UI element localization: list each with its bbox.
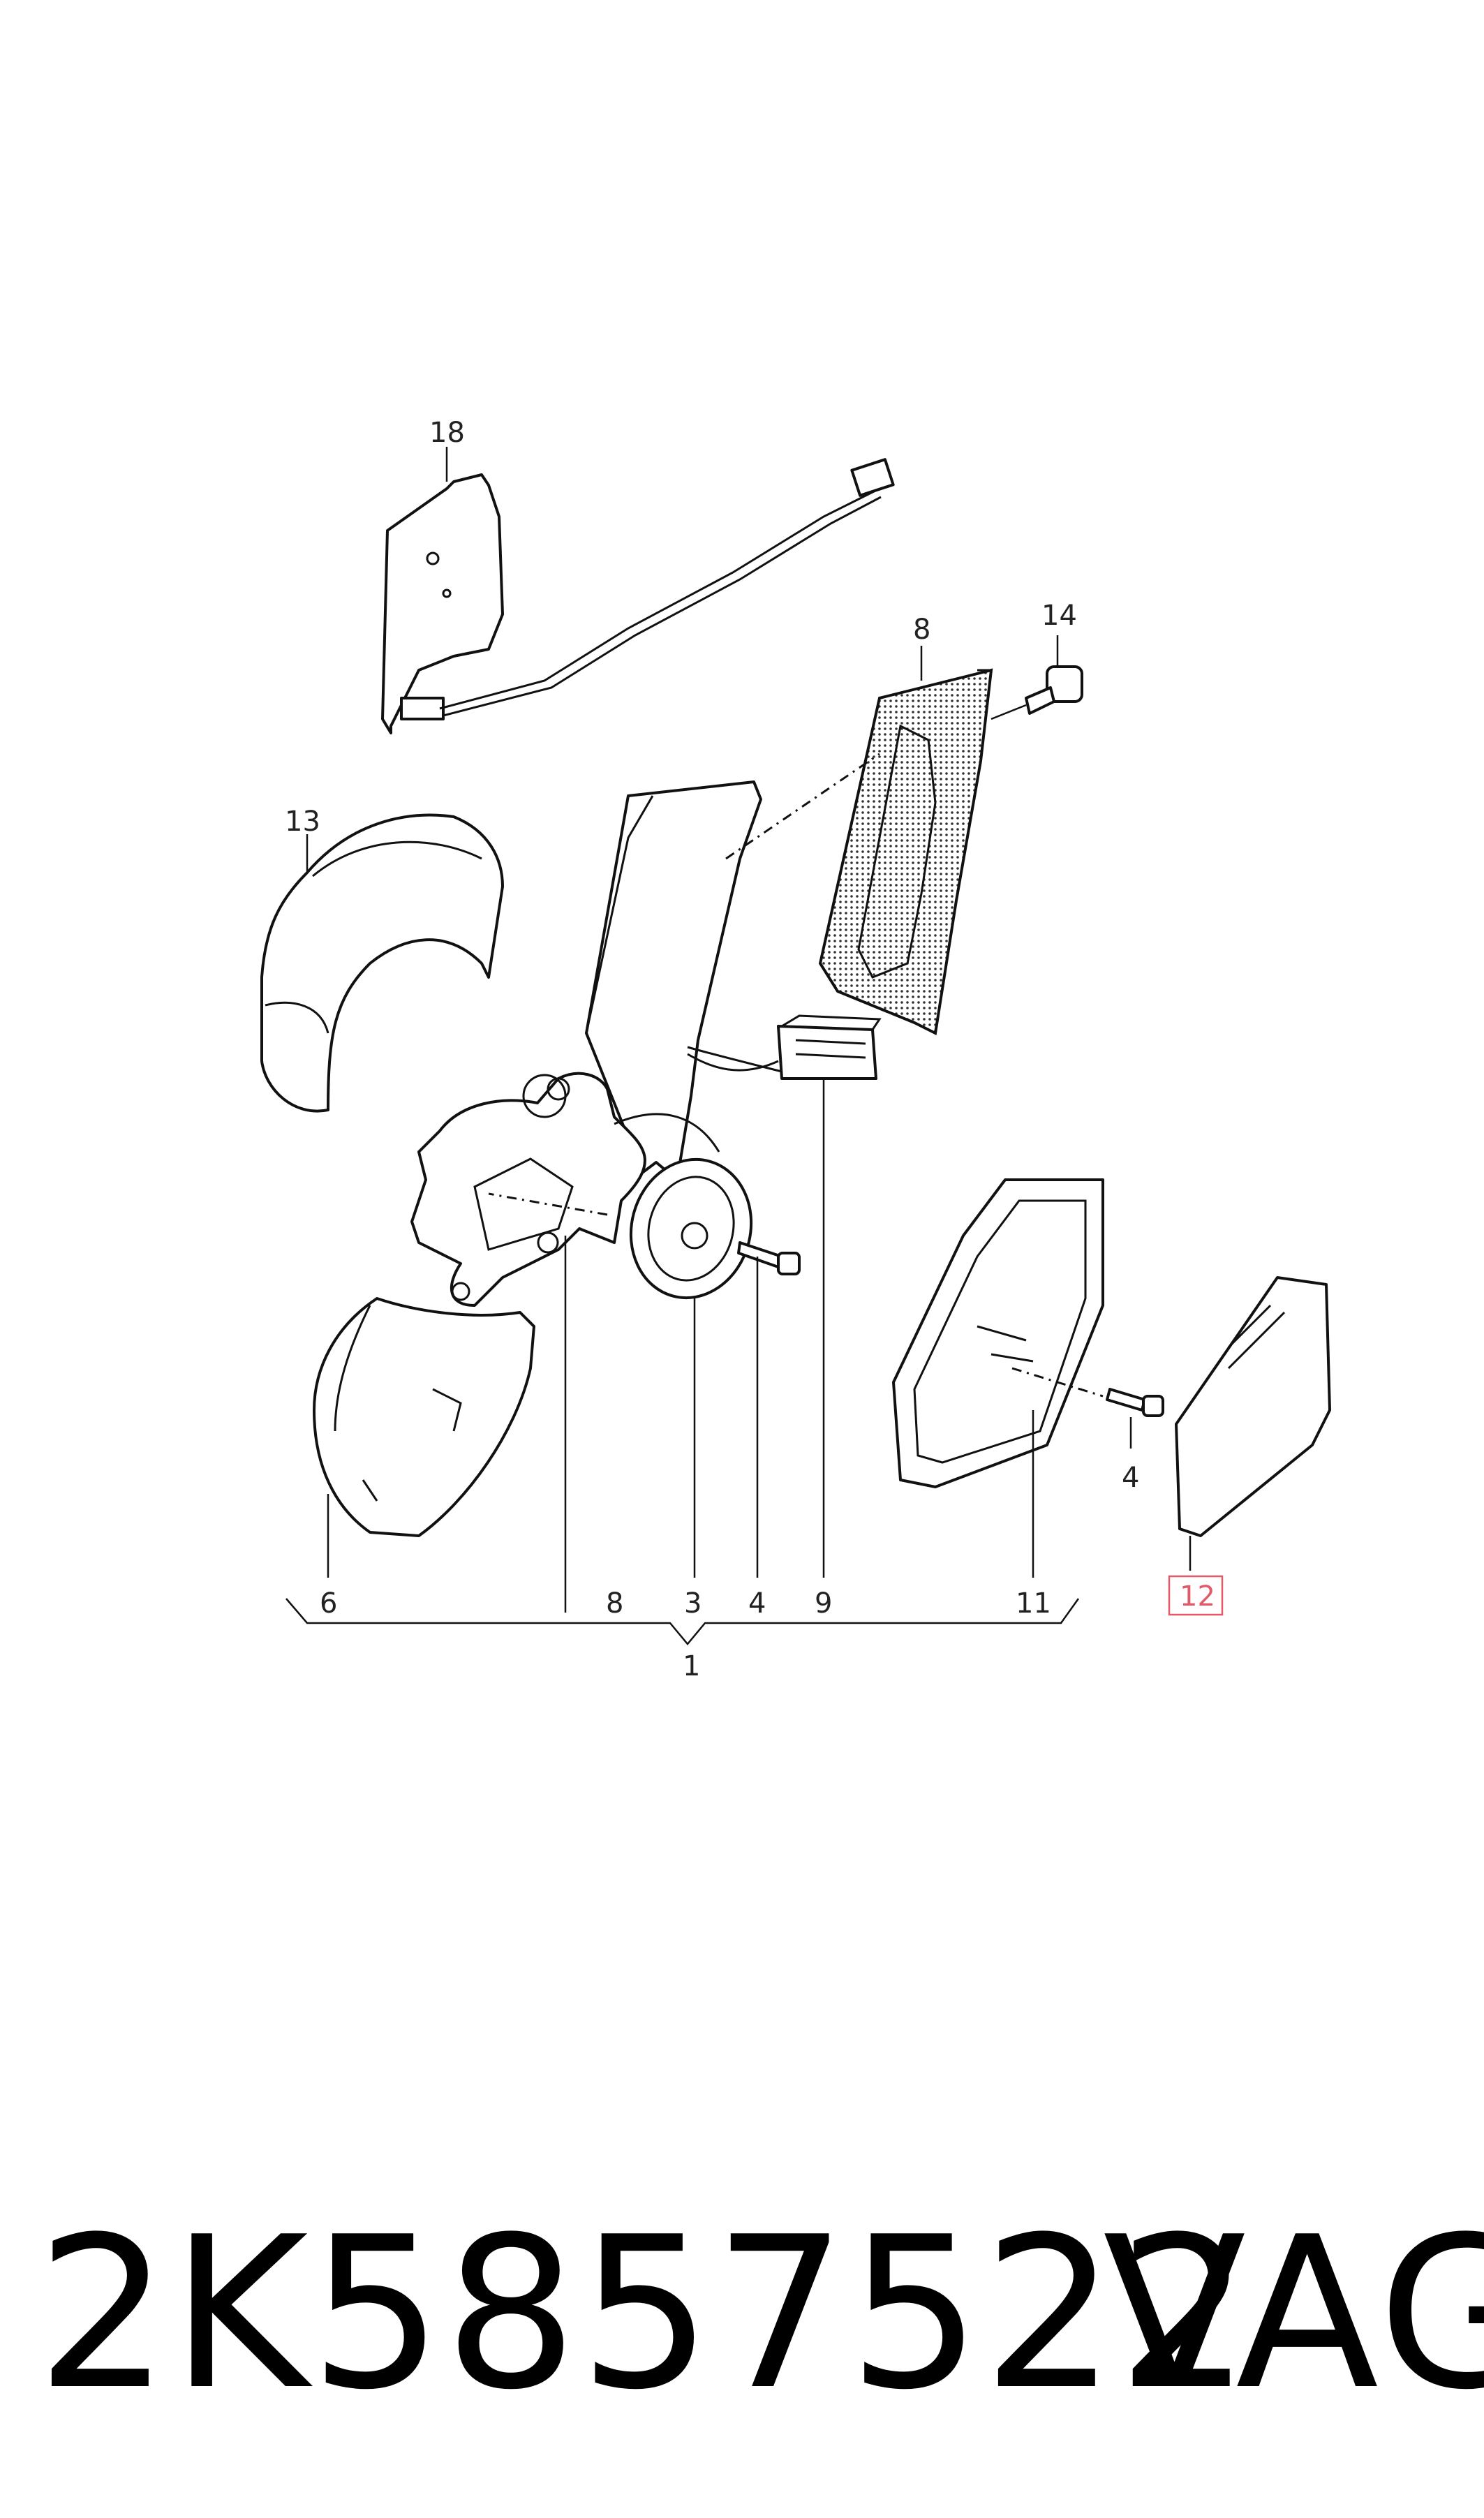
part-6-lower-cover	[313, 1297, 535, 1537]
part-8-adjust-unit	[818, 668, 993, 1036]
callout-6: 6	[320, 1587, 337, 1620]
part-9-connector	[687, 1014, 882, 1080]
callout-1: 1	[683, 1650, 700, 1682]
callout-11: 11	[1016, 1587, 1051, 1620]
part-number: 2K5857522	[36, 2192, 1252, 2436]
callout-8-top: 8	[913, 614, 930, 646]
exploded-mirror-diagram: 18 8 14 13 6 8 3 4 9 11 4 12 1	[260, 417, 1331, 1682]
highlight-box-12	[1168, 1575, 1224, 1616]
part-13-housing-cap	[260, 813, 504, 1113]
callout-4-right: 4	[1122, 1462, 1139, 1494]
callout-18: 18	[429, 417, 465, 449]
callout-14: 14	[1041, 600, 1077, 632]
callout-9: 9	[815, 1587, 832, 1620]
callout-12: 12	[1180, 1580, 1215, 1613]
part-12-mirror-glass	[1175, 1276, 1331, 1537]
part-8-mirror-bracket	[410, 753, 880, 1307]
part-4-screw-left	[737, 1241, 801, 1275]
callout-13: 13	[285, 806, 320, 838]
callout-3: 3	[684, 1587, 702, 1620]
part-4-screw-right	[1106, 1388, 1164, 1417]
callout-8-bottom: 8	[606, 1587, 623, 1620]
callout-4-left: 4	[748, 1587, 766, 1620]
part-11-glass-carrier	[892, 1178, 1104, 1488]
group-bracket	[285, 1598, 1080, 1645]
part-14-screw	[990, 665, 1083, 720]
brand-label: VAG	[1103, 2192, 1484, 2436]
leader-lines	[306, 447, 1192, 1613]
part-18-heater-pad	[381, 458, 895, 734]
